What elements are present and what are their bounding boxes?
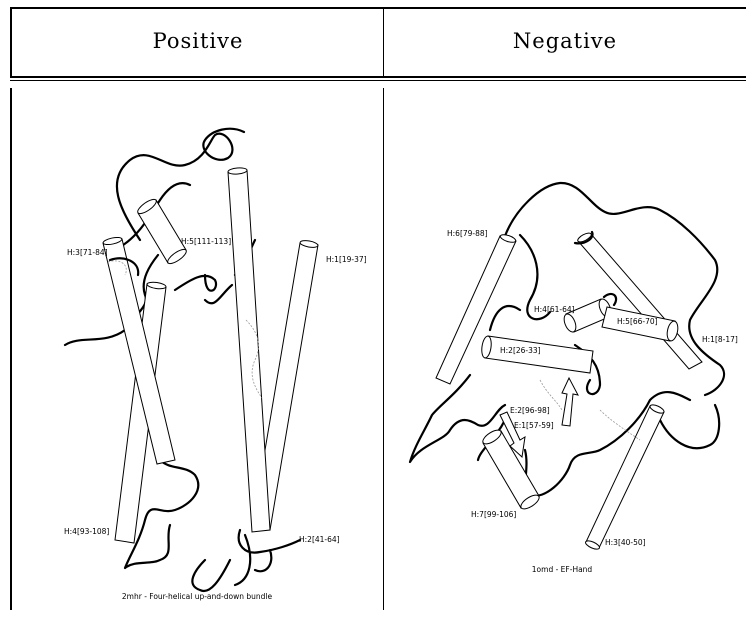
strand-e1: [562, 378, 578, 426]
label-pos-h4: H:4[93-108]: [64, 527, 109, 536]
helix-h2-long: [228, 167, 270, 532]
label-neg-h7: H:7[99-106]: [471, 510, 516, 519]
helix-h6: [436, 233, 517, 384]
label-neg-h6: H:6[79-88]: [447, 229, 488, 238]
positive-structure: H:3[71-84] H:5[111-113] H:1[19-37] H:4[9…: [64, 129, 367, 601]
negative-caption: 1omd - EF-Hand: [532, 565, 593, 574]
label-pos-h5: H:5[111-113]: [181, 237, 231, 246]
label-neg-e2: E:2[96-98]: [510, 406, 550, 415]
helix-h3-neg: [584, 403, 665, 551]
label-neg-h4: H:4[61-64]: [534, 305, 575, 314]
label-neg-h2: H:2[26-33]: [500, 346, 541, 355]
label-neg-h5: H:5[66-70]: [617, 317, 658, 326]
positive-caption: 2mhr - Four-helical up-and-down bundle: [122, 592, 273, 601]
label-neg-h1: H:1[8-17]: [702, 335, 738, 344]
negative-structure: H:6[79-88] H:4[61-64] H:5[66-70] H:1[8-1…: [410, 183, 738, 574]
helix-h1-neg: [576, 231, 702, 369]
label-neg-e1: E:1[57-59]: [514, 421, 554, 430]
label-pos-h1: H:1[19-37]: [326, 255, 367, 264]
label-pos-h3: H:3[71-84]: [67, 248, 108, 257]
helix-h5: [136, 197, 189, 266]
label-pos-h2: H:2[41-64]: [299, 535, 340, 544]
helix-h7: [481, 428, 542, 512]
label-neg-h3: H:3[40-50]: [605, 538, 646, 547]
